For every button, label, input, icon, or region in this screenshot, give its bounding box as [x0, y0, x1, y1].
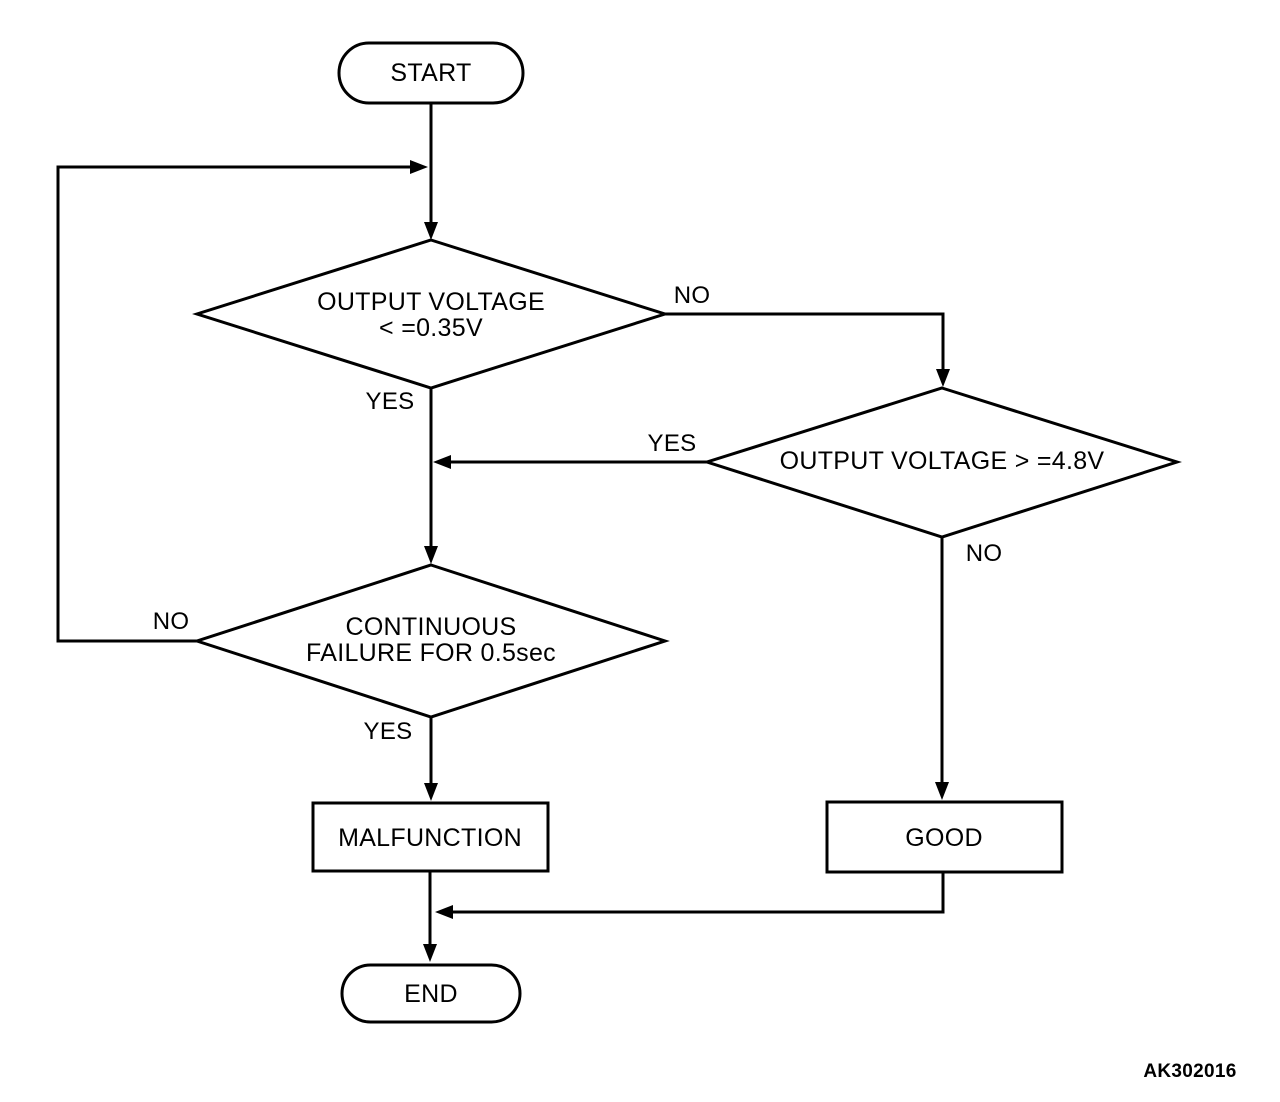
- malfunction-box-label: MALFUNCTION: [338, 824, 522, 852]
- decision2-label: OUTPUT VOLTAGE > =4.8V: [779, 447, 1105, 475]
- decision1-yes-edge-label: YES: [365, 388, 415, 415]
- decision2-diamond-shape: [702, 386, 1182, 539]
- arrowhead-good-join: [435, 905, 453, 919]
- decision2-yes-edge-label: YES: [647, 430, 697, 457]
- start-node-label: START: [390, 59, 472, 87]
- decision3-no-edge-label: NO: [152, 608, 190, 635]
- arrowhead-into-malfunction: [424, 783, 438, 801]
- arrowhead-loop-join: [410, 160, 428, 174]
- decision3-label: CONTINUOUS FAILURE FOR 0.5sec: [306, 614, 556, 666]
- good-box-shape: [825, 800, 1064, 874]
- end-node-label: END: [404, 980, 458, 1008]
- decision3-diamond-shape: [192, 563, 670, 719]
- decision3-yes-edge-label: YES: [363, 718, 413, 745]
- end-node-shape: [340, 963, 522, 1024]
- arrowhead-into-end: [423, 944, 437, 962]
- arrowhead-into-good: [935, 782, 949, 800]
- arrowhead-into-decision2: [936, 369, 950, 387]
- decision3-label-line2: FAILURE FOR 0.5sec: [306, 639, 556, 667]
- start-node-shape: [337, 41, 525, 105]
- decision2-no-edge-label: NO: [965, 540, 1003, 567]
- decision1-label-line1: OUTPUT VOLTAGE: [317, 288, 545, 316]
- malfunction-box-shape: [311, 801, 550, 873]
- decision1-no-edge-label: NO: [673, 282, 711, 309]
- decision1-label-line2: < =0.35V: [379, 314, 483, 342]
- connector-loop-back: [56, 165, 410, 643]
- good-box-label: GOOD: [905, 824, 983, 852]
- connector-good-to-junction: [452, 872, 945, 914]
- decision1-diamond-shape: [192, 238, 670, 390]
- connector-decision1-no: [665, 312, 945, 371]
- arrowhead-into-decision1: [424, 222, 438, 240]
- figure-code: AK302016: [1143, 1061, 1237, 1082]
- decision1-label: OUTPUT VOLTAGE < =0.35V: [317, 289, 545, 341]
- decision3-label-line1: CONTINUOUS: [345, 613, 517, 641]
- arrowhead-decision2-yes-join: [433, 455, 451, 469]
- arrowhead-into-decision3: [424, 546, 438, 564]
